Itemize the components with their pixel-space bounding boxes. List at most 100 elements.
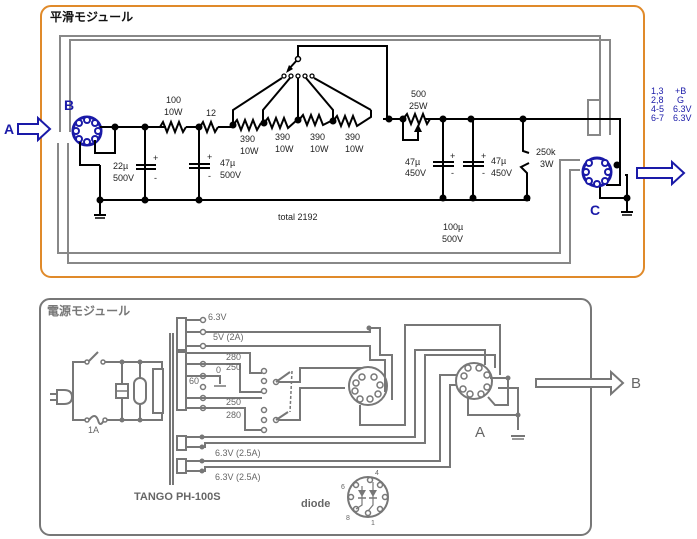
svg-text:10W: 10W: [240, 146, 259, 156]
power-module-frame: [39, 298, 592, 536]
svg-text:450V: 450V: [405, 168, 426, 178]
svg-text:+: +: [153, 153, 158, 163]
rotary-switch: [232, 45, 388, 125]
svg-text:6.3V: 6.3V: [673, 104, 692, 114]
power-module-title: 電源モジュール: [47, 303, 130, 318]
svg-text:+: +: [481, 151, 486, 161]
capacitor-47u-500v: + - 47µ 500V: [189, 127, 241, 200]
svg-text:60: 60: [189, 376, 199, 386]
octal-socket-b: B: [64, 97, 103, 147]
power-switch: [84, 351, 141, 365]
svg-text:+: +: [207, 152, 212, 162]
svg-text:100: 100: [166, 95, 181, 105]
diode-label: diode: [301, 498, 330, 510]
svg-text:1A: 1A: [88, 425, 99, 435]
svg-text:280: 280: [226, 352, 241, 362]
ac-plug-icon: [50, 361, 85, 421]
svg-text:+B: +B: [675, 86, 686, 96]
voltage-selector-switch: [260, 367, 370, 434]
output-label-b: B: [631, 375, 641, 392]
svg-text:3W: 3W: [540, 159, 554, 169]
svg-text:250: 250: [226, 362, 241, 372]
svg-text:47µ: 47µ: [220, 158, 235, 168]
capacitor-47u-450v-2: + - 47µ 450V: [463, 119, 512, 198]
svg-text:390: 390: [345, 132, 360, 142]
svg-text:6.3V (2.5A): 6.3V (2.5A): [215, 472, 261, 482]
svg-text:250k: 250k: [536, 147, 556, 157]
combined-cap-value: 100µ: [443, 222, 463, 232]
socket-c-label: C: [590, 202, 600, 218]
svg-text:390: 390: [240, 134, 255, 144]
octal-socket-a: A: [455, 362, 525, 441]
socket-a-label: A: [475, 424, 485, 441]
output-arrow-smoothing: [636, 159, 686, 187]
transformer-taps: 6.3V 5V (2A) 280 250 0 60 250 280: [186, 312, 360, 431]
svg-text:-: -: [482, 168, 485, 178]
svg-text:500: 500: [411, 89, 426, 99]
svg-text:4-5: 4-5: [651, 104, 664, 114]
b-plus-rail: [79, 118, 621, 166]
svg-text:47µ: 47µ: [405, 157, 420, 167]
resistor-390-1: 390 10W: [232, 117, 262, 156]
svg-text:6.3V: 6.3V: [208, 312, 227, 322]
svg-text:25W: 25W: [409, 101, 428, 111]
svg-text:10W: 10W: [275, 144, 294, 154]
svg-text:4: 4: [375, 470, 379, 477]
rectifier-socket: [348, 324, 501, 426]
svg-text:390: 390: [310, 132, 325, 142]
svg-text:10W: 10W: [310, 144, 329, 154]
resistor-100: 100 10W: [159, 95, 187, 135]
capacitor-47u-450v-1: + - 47µ 450V: [405, 119, 455, 198]
total-resistance-label: total 2192: [278, 212, 318, 222]
svg-text:-: -: [154, 173, 157, 183]
combined-cap-voltage: 500V: [442, 234, 463, 244]
svg-text:250: 250: [226, 397, 241, 407]
heater-leads: 6.3V (2.5A) 6.3V (2.5A): [186, 349, 496, 482]
svg-text:2,8: 2,8: [651, 95, 664, 105]
variable-resistor-500: 500 25W: [402, 89, 431, 141]
input-label-a: A: [4, 121, 14, 137]
input-arrow-a: A: [4, 115, 52, 143]
svg-text:6.3V (2.5A): 6.3V (2.5A): [215, 448, 261, 458]
svg-text:47µ: 47µ: [491, 156, 506, 166]
svg-text:280: 280: [226, 410, 241, 420]
output-arrow-b: B: [535, 369, 641, 397]
octal-socket-c: C: [581, 156, 633, 218]
svg-text:500V: 500V: [220, 170, 241, 180]
resistor-390-4: 390 10W: [332, 110, 372, 154]
svg-text:10W: 10W: [345, 144, 364, 154]
svg-text:6-7: 6-7: [651, 113, 664, 123]
svg-text:+: +: [450, 151, 455, 161]
smoothing-module-frame: [40, 5, 645, 278]
fuse-1a: 1A: [84, 415, 140, 435]
bleeder-resistor-250k: 250k 3W: [519, 119, 556, 198]
smoothing-module-title: 平滑モジュール: [50, 9, 133, 24]
diode-socket: diode 4 6 8 1: [301, 470, 389, 527]
svg-text:500V: 500V: [113, 173, 134, 183]
svg-text:8: 8: [346, 515, 350, 522]
svg-text:10W: 10W: [164, 107, 183, 117]
pin-legend: 1,3 +B 2,8 G 4-5 6.3V 6-7 6.3V: [651, 86, 692, 123]
transformer-name: TANGO PH-100S: [134, 491, 221, 503]
svg-text:450V: 450V: [491, 168, 512, 178]
svg-text:0: 0: [216, 365, 221, 375]
resistor-390-3: 390 10W: [298, 112, 332, 154]
svg-text:5V (2A): 5V (2A): [213, 332, 244, 342]
svg-text:-: -: [451, 168, 454, 178]
resistor-390-2: 390 10W: [263, 115, 298, 154]
svg-text:G: G: [677, 95, 684, 105]
svg-text:6: 6: [341, 484, 345, 491]
ground-rail: [94, 165, 530, 219]
svg-text:22µ: 22µ: [113, 161, 128, 171]
svg-text:6.3V: 6.3V: [673, 113, 692, 123]
svg-text:1,3: 1,3: [651, 86, 664, 96]
resistor-12: 12: [199, 108, 219, 135]
socket-b-label: B: [64, 97, 74, 113]
svg-text:1: 1: [371, 520, 375, 527]
heater-wiring: [57, 35, 611, 264]
svg-text:390: 390: [275, 132, 290, 142]
svg-text:12: 12: [206, 108, 216, 118]
capacitor-22u: + - 22µ 500V: [113, 127, 158, 200]
transformer: TANGO PH-100S: [134, 317, 221, 503]
